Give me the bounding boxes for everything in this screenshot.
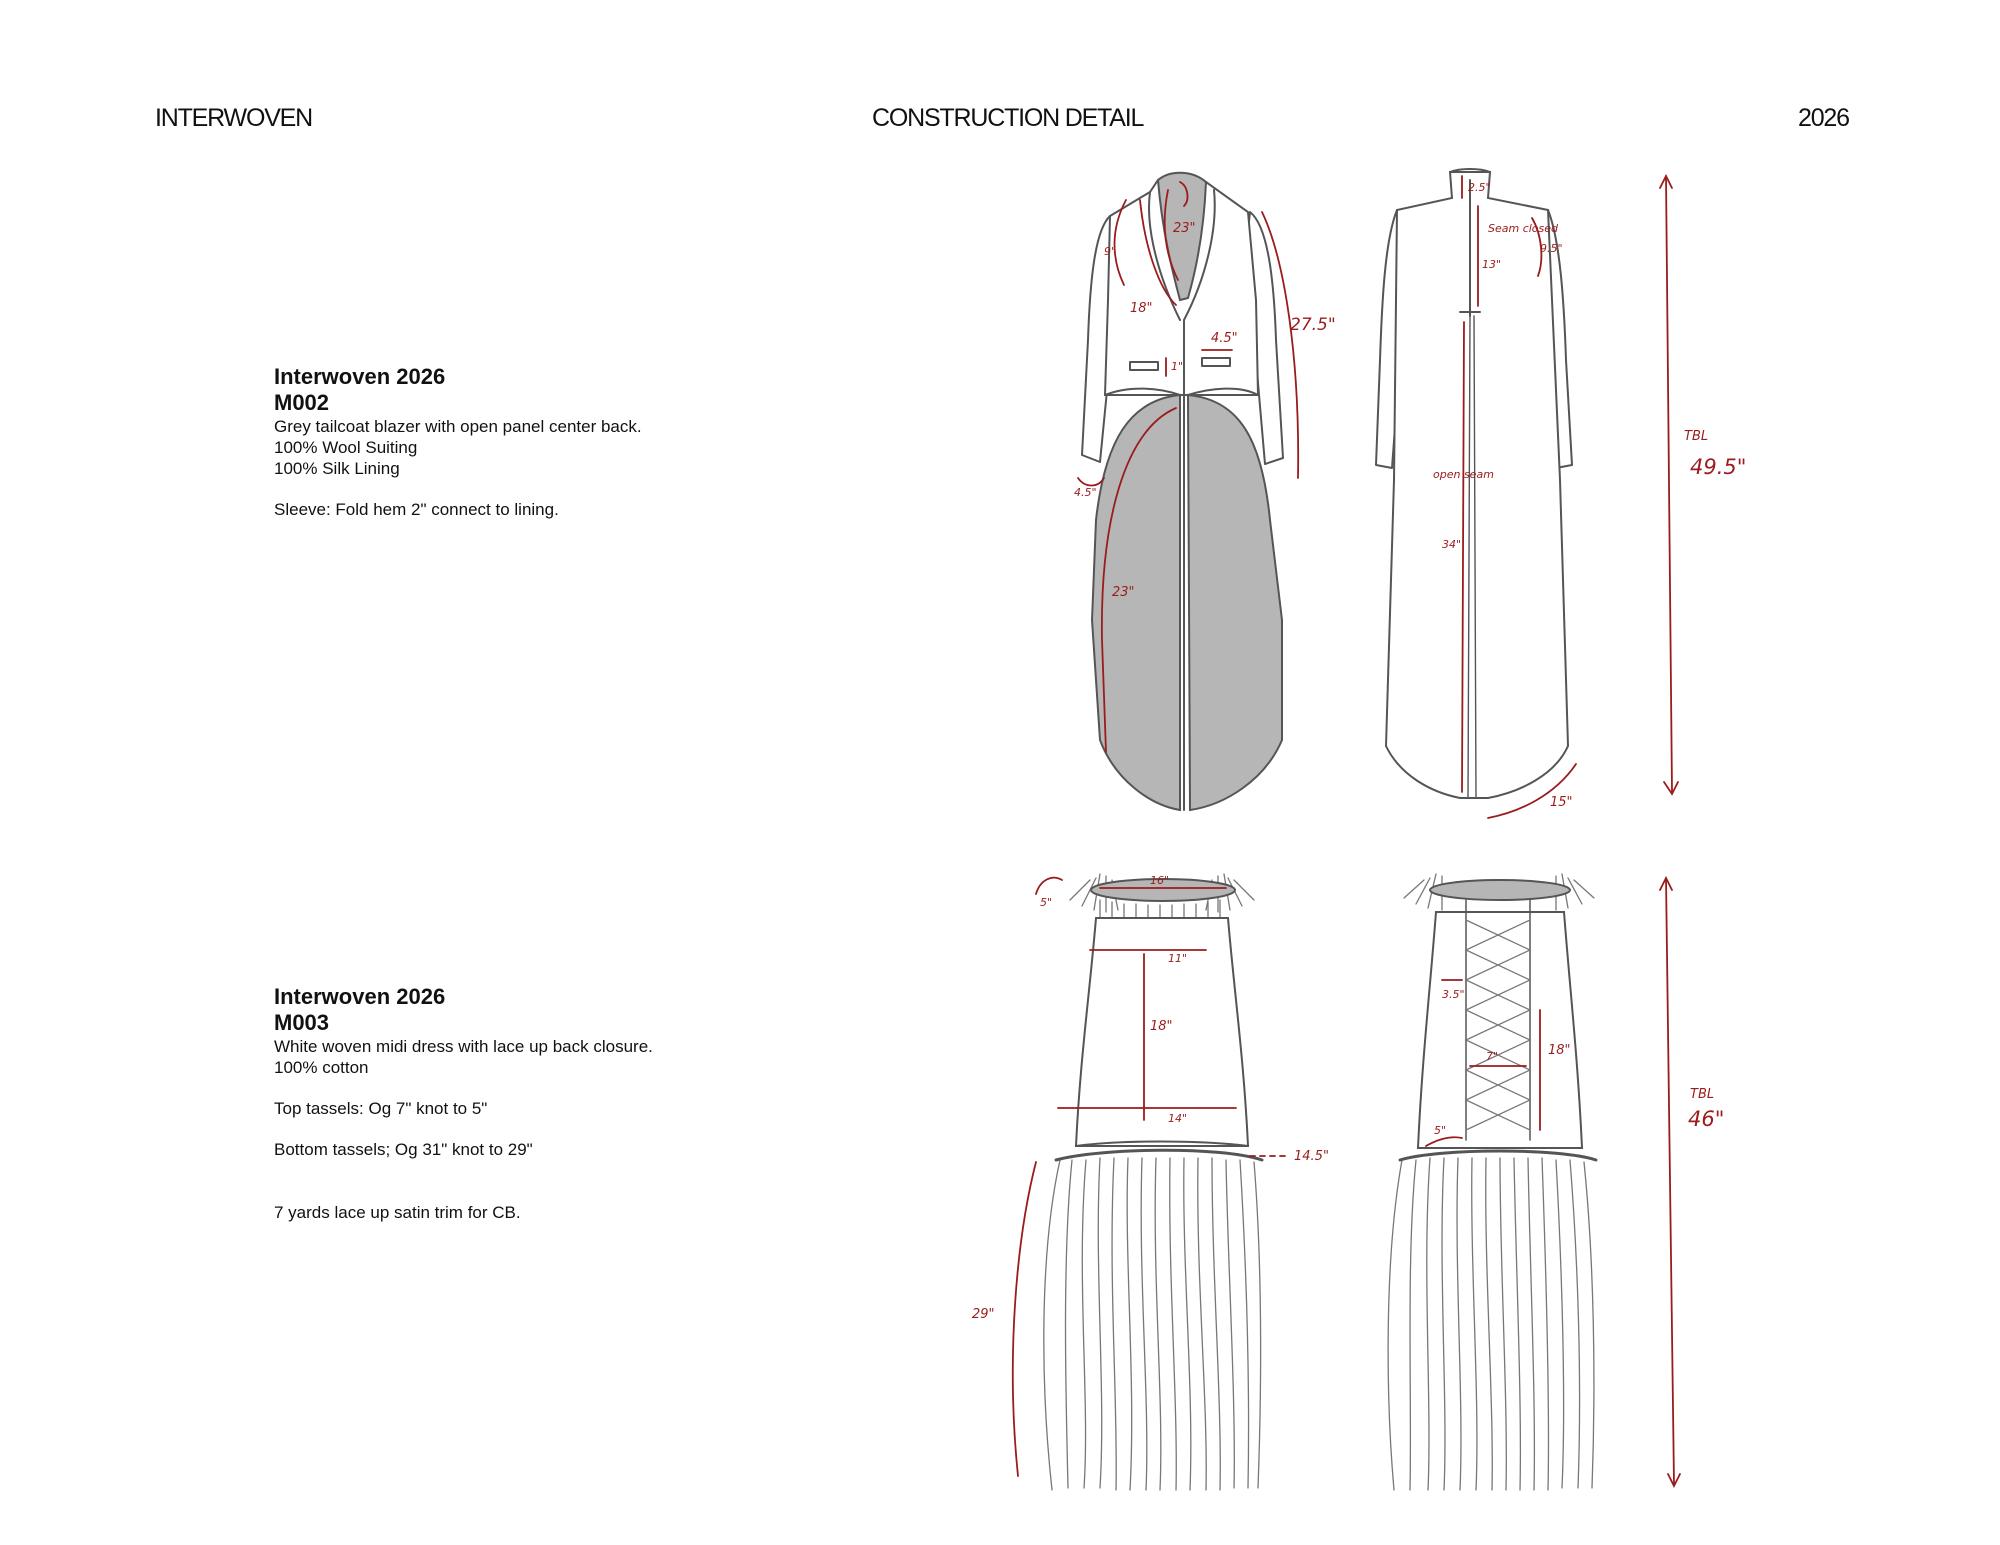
fabric-line: 100% cotton bbox=[274, 1058, 369, 1077]
spec-m002: Interwoven 2026 M002 Grey tailcoat blaze… bbox=[274, 364, 794, 520]
style-code: M003 bbox=[274, 1010, 330, 1035]
upper-back-measure: 13" bbox=[1482, 258, 1501, 271]
tbl-value: 49.5" bbox=[1690, 455, 1746, 479]
tbl-label: TBL bbox=[1684, 429, 1708, 444]
description-line: Grey tailcoat blazer with open panel cen… bbox=[274, 417, 642, 436]
dress-back-sketch: 3.5" 7" 18" 5" TBL 46" bbox=[1387, 873, 1724, 1491]
pocket-height: 1" bbox=[1171, 360, 1183, 373]
brand-header: INTERWOVEN bbox=[155, 104, 313, 132]
trim-note: 7 yards lace up satin trim for CB. bbox=[274, 1203, 521, 1222]
coat-front-sketch: 23" 9" 18" 27.5" 4.5" 1" 4.5" 23" bbox=[1074, 171, 1336, 812]
lower-back-measure: 34" bbox=[1442, 538, 1461, 551]
dress-front-sketch: 16" 5" 11" 18" 14" 14.5" 29" bbox=[972, 873, 1329, 1491]
shoulder-measure: 9" bbox=[1104, 245, 1116, 258]
spec-m003: Interwoven 2026 M003 White woven midi dr… bbox=[274, 984, 794, 1223]
year-header: 2026 bbox=[1798, 104, 1850, 132]
cuff-measure: 4.5" bbox=[1074, 486, 1097, 499]
waist-measure: 14" bbox=[1168, 1112, 1187, 1125]
dress-tbl-label: TBL bbox=[1690, 1087, 1714, 1102]
top-tassel-note: Top tassels: Og 7" knot to 5" bbox=[274, 1099, 488, 1118]
sleeve-measure: 27.5" bbox=[1290, 315, 1336, 335]
tail-measure: 23" bbox=[1112, 585, 1135, 600]
collar-measure: 2.5" bbox=[1468, 181, 1491, 194]
back-hem-measure: 15" bbox=[1550, 795, 1573, 810]
neck-measure: 16" bbox=[1150, 874, 1169, 887]
collection-title: Interwoven 2026 bbox=[274, 364, 446, 389]
style-code: M002 bbox=[274, 390, 330, 415]
bust-measure: 11" bbox=[1168, 952, 1187, 965]
bottom-tassel-note: Bottom tassels; Og 31" knot to 29" bbox=[274, 1140, 533, 1159]
lining-line: 100% Silk Lining bbox=[274, 459, 400, 478]
bodice-length: 18" bbox=[1150, 1019, 1173, 1034]
pocket-width: 4.5" bbox=[1211, 331, 1238, 346]
seam-closed-label: Seam closed bbox=[1488, 222, 1559, 235]
coat-back-sketch: 2.5" Seam closed 13" 9.5" open seam 34" … bbox=[1375, 168, 1746, 819]
page-title: CONSTRUCTION DETAIL bbox=[872, 104, 1144, 132]
lapel-measure: 23" bbox=[1173, 221, 1196, 236]
description-line: White woven midi dress with lace up back… bbox=[274, 1037, 653, 1056]
fabric-line: 100% Wool Suiting bbox=[274, 438, 418, 457]
back-shoulder-measure: 9.5" bbox=[1540, 242, 1563, 255]
sleeve-note: Sleeve: Fold hem 2" connect to lining. bbox=[274, 500, 559, 519]
back-hem-width: 5" bbox=[1434, 1124, 1446, 1137]
front-neck-measure: 18" bbox=[1130, 301, 1153, 316]
hip-measure: 14.5" bbox=[1294, 1149, 1329, 1164]
back-length: 18" bbox=[1548, 1043, 1571, 1058]
lace-width: 7" bbox=[1486, 1050, 1498, 1063]
collection-title: Interwoven 2026 bbox=[274, 984, 446, 1009]
dress-tbl-value: 46" bbox=[1688, 1107, 1724, 1131]
tassel-length: 29" bbox=[972, 1307, 995, 1322]
lace-offset: 3.5" bbox=[1442, 988, 1465, 1001]
strap-measure: 5" bbox=[1040, 896, 1052, 909]
